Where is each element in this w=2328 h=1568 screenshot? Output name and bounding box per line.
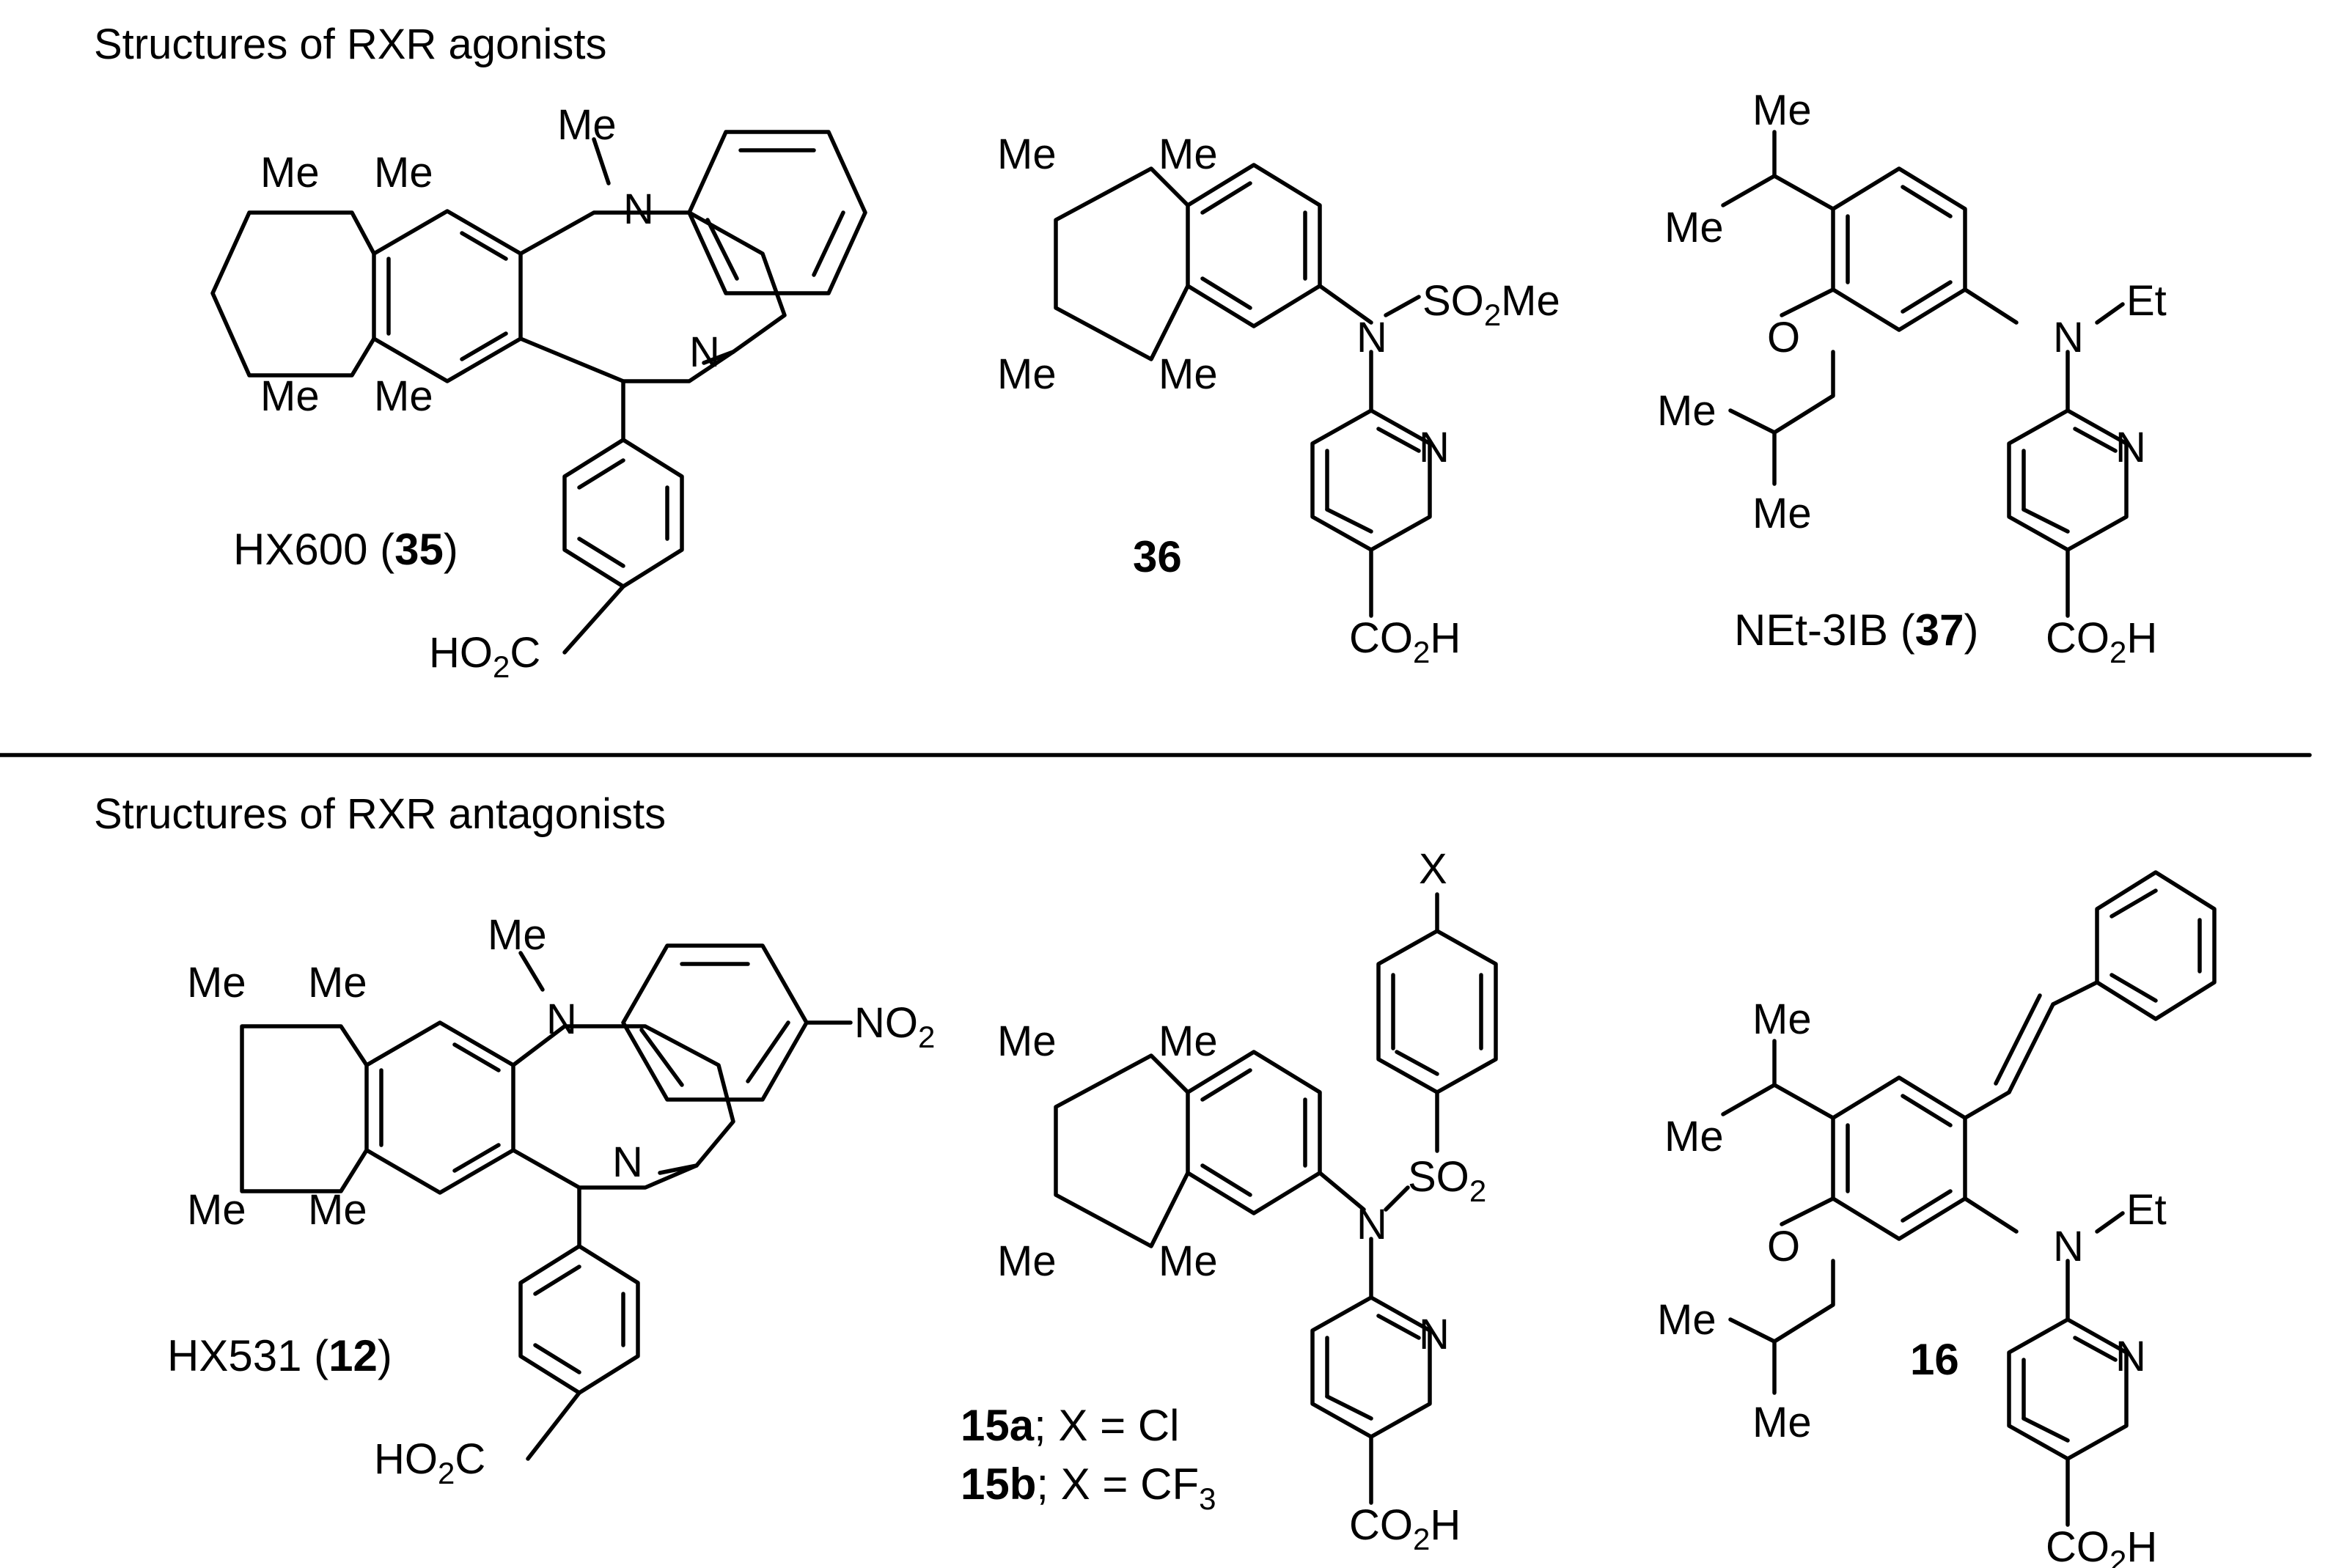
atom-label: Me [187, 959, 246, 1006]
atom-label: N [1356, 1201, 1387, 1248]
atom-label: N [612, 1138, 643, 1186]
atom-label: N [2115, 424, 2146, 471]
carboxyl-label: CO2H [1349, 614, 1461, 669]
atom-label: N [689, 328, 720, 376]
atom-label: Me [1657, 387, 1716, 435]
atom-label: Me [997, 130, 1057, 178]
compound-label-hx600: HX600 (35) [233, 525, 458, 574]
atom-label: Me [1657, 1296, 1716, 1344]
atom-label: N [623, 185, 654, 233]
carboxyl-label: HO2C [374, 1435, 485, 1490]
atom-label: N [2053, 1223, 2084, 1270]
compound-label-hx531: HX531 (12) [167, 1331, 392, 1380]
atom-label: Me [1664, 204, 1724, 251]
atom-label: Me [260, 372, 320, 420]
compound-label-15b: 15b; X = CF3 [961, 1460, 1216, 1516]
atom-label: Me [374, 149, 433, 196]
atom-label: O [1767, 314, 1800, 361]
atom-label: Me [997, 350, 1057, 398]
agonists-heading: Structures of RXR agonists [94, 21, 607, 68]
structure-15 [1054, 892, 1498, 1505]
structure-hx600 [210, 130, 867, 655]
sulfonyl-label: SO2 [1408, 1153, 1486, 1208]
atom-label: Me [187, 1186, 246, 1234]
structure-hx531 [240, 943, 853, 1461]
atom-label: Me [1159, 130, 1218, 178]
atom-label: N [1419, 1311, 1450, 1358]
atom-label: N [546, 995, 577, 1043]
carboxyl-label: CO2H [1349, 1501, 1461, 1556]
carboxyl-label: HO2C [429, 629, 540, 684]
atom-label: Me [308, 1186, 367, 1234]
atom-label: X [1419, 845, 1447, 893]
structure-net-3ib [1721, 130, 2129, 618]
atom-label: Me [1159, 1237, 1218, 1285]
atom-label: Me [997, 1237, 1057, 1285]
structure-36 [1054, 163, 1432, 618]
atom-label: Me [557, 101, 617, 149]
atom-label: Me [1752, 995, 1812, 1043]
atom-label: Me [997, 1017, 1057, 1065]
atom-label: Et [2126, 1186, 2167, 1234]
atom-label: Me [1159, 1017, 1218, 1065]
nitro-label: NO2 [854, 999, 935, 1054]
atom-label: Me [1664, 1113, 1724, 1160]
atom-label: Me [1752, 490, 1812, 537]
atom-label: Me [260, 149, 320, 196]
carboxyl-label: CO2H [2046, 614, 2157, 669]
structure-16 [1721, 870, 2217, 1527]
compound-label-36: 36 [1133, 532, 1182, 581]
compound-label-16: 16 [1910, 1335, 1959, 1384]
atom-label: N [1419, 424, 1450, 471]
atom-label: Me [1159, 350, 1218, 398]
atom-label: N [2053, 314, 2084, 361]
compound-label-net-3ib: NEt-3IB (37) [1734, 606, 1978, 655]
antagonists-heading: Structures of RXR antagonists [94, 790, 666, 838]
atom-label: Et [2126, 277, 2167, 325]
atom-label: O [1767, 1223, 1800, 1270]
atom-label: Me [1752, 87, 1812, 134]
atom-label: N [1356, 314, 1387, 361]
atom-label: Me [1752, 1399, 1812, 1446]
compound-label-15a: 15a; X = Cl [961, 1401, 1180, 1450]
atom-label: Me [374, 372, 433, 420]
atom-label: N [2115, 1333, 2146, 1380]
sulfonyl-label: SO2Me [1422, 277, 1560, 332]
carboxyl-label: CO2H [2046, 1523, 2157, 1568]
atom-label: Me [308, 959, 367, 1006]
atom-label: Me [488, 911, 547, 959]
